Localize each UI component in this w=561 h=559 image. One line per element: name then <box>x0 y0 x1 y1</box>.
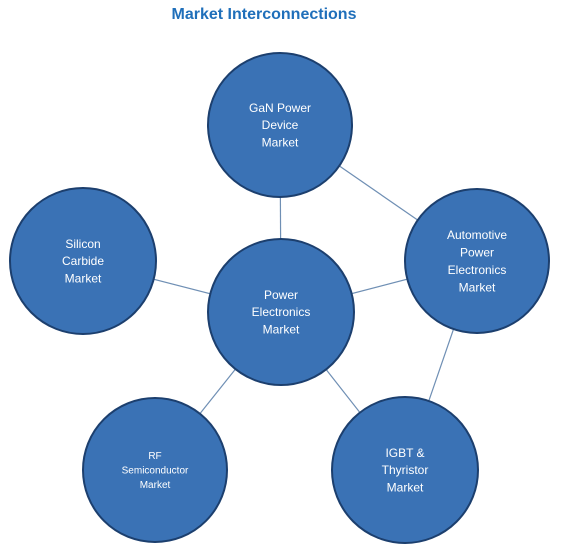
node-label-automotive-line-3: Market <box>459 280 496 294</box>
node-label-rf-line-0: RF <box>148 451 161 462</box>
node-label-silicon-line-1: Carbide <box>62 254 104 268</box>
node-label-igbt-line-0: IGBT & <box>385 446 424 460</box>
node-label-power-line-0: Power <box>264 288 298 302</box>
diagram-title: Market Interconnections <box>171 6 357 23</box>
node-label-igbt-line-2: Market <box>387 481 424 495</box>
node-label-power-line-2: Market <box>263 323 300 337</box>
node-label-rf-line-2: Market <box>140 480 171 491</box>
node-circle-igbt <box>331 396 479 544</box>
node-circle-gan <box>207 52 353 198</box>
node-label-gan-line-1: Device <box>262 118 299 132</box>
node-circle-power <box>207 238 355 386</box>
node-label-automotive-line-0: Automotive <box>447 228 507 242</box>
node-circle-silicon <box>9 187 157 335</box>
node-label-automotive-line-2: Electronics <box>448 263 507 277</box>
node-circle-automotive <box>404 188 550 334</box>
node-label-silicon-line-0: Silicon <box>65 237 100 251</box>
node-label-power-line-1: Electronics <box>252 305 311 319</box>
node-label-gan-line-2: Market <box>262 136 299 150</box>
node-label-igbt-line-1: Thyristor <box>382 463 429 477</box>
nodes-layer: GaN PowerDeviceMarketSiliconCarbideMarke… <box>9 52 550 544</box>
node-label-gan-line-0: GaN Power <box>249 101 311 115</box>
node-circle-rf <box>82 397 228 543</box>
node-label-rf-line-1: Semiconductor <box>122 466 189 477</box>
node-label-automotive-line-1: Power <box>460 246 494 260</box>
node-label-silicon-line-2: Market <box>65 272 102 286</box>
